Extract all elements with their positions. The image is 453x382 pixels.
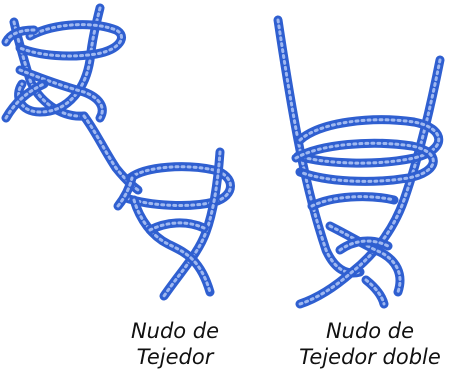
rope-strand — [293, 115, 444, 168]
rope-strand — [15, 20, 126, 61]
rope-strand — [1, 79, 49, 123]
weavers-knot-upper — [1, 3, 126, 123]
rope-strand — [129, 195, 215, 297]
double-weavers-knot — [273, 15, 445, 309]
rope-strand — [9, 17, 89, 121]
rope-strand — [361, 275, 389, 309]
rope-strand — [145, 218, 209, 235]
rope-strand — [15, 65, 107, 123]
rope-strand — [273, 15, 365, 278]
weavers-knot-lower — [113, 147, 235, 301]
rope-strand — [295, 55, 445, 309]
rope-strand — [307, 192, 399, 211]
rope-strand — [1, 25, 39, 47]
caption-weavers-knot-line1: Nudo de — [130, 319, 220, 343]
caption-weavers-knot-line2: Tejedor — [136, 345, 214, 369]
rope-strand — [335, 236, 393, 255]
rope-strand — [291, 138, 438, 186]
caption-double-weavers-knot: Nudo de Tejedor doble — [290, 318, 450, 370]
caption-double-weavers-knot-line1: Nudo de — [325, 319, 415, 343]
caption-double-weavers-knot-line2: Tejedor doble — [299, 345, 441, 369]
caption-weavers-knot: Nudo de Tejedor — [100, 318, 250, 370]
rope-strand — [121, 162, 235, 210]
rope-strand — [113, 173, 137, 211]
rope-strand — [325, 221, 405, 297]
